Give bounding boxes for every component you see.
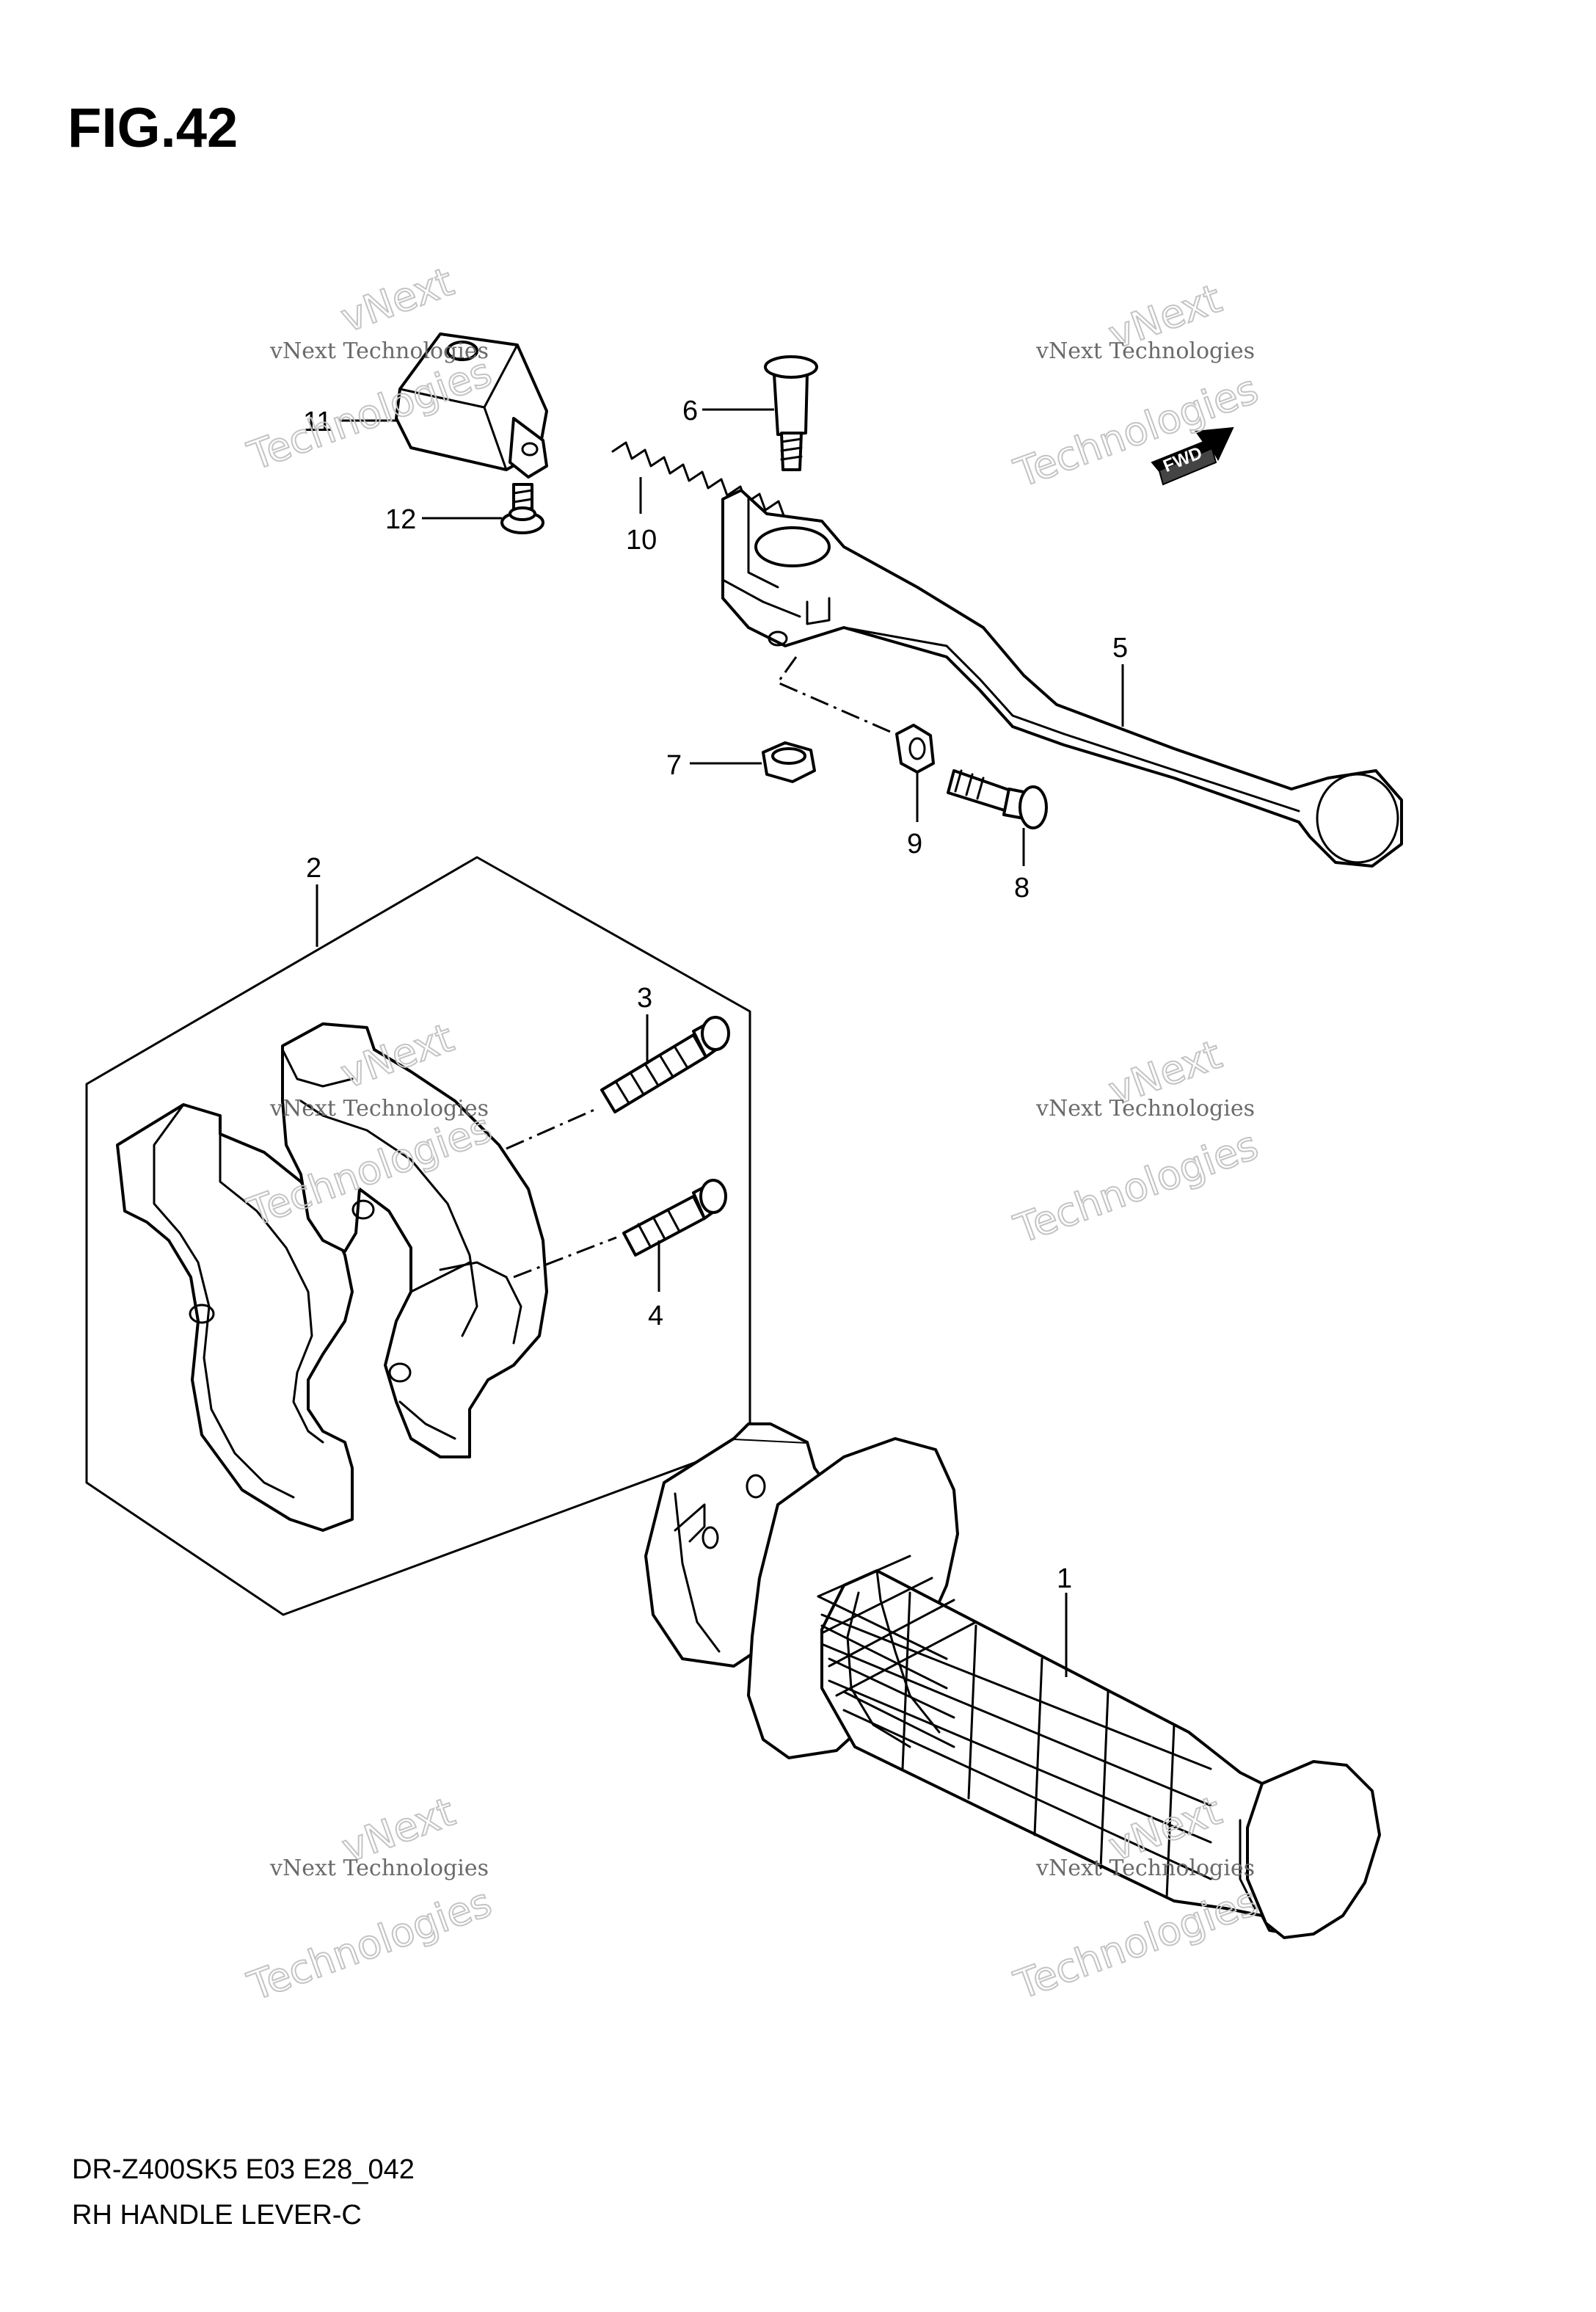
part-3-screw (600, 1016, 730, 1113)
part-11-switch (395, 332, 548, 479)
watermark-2: vNext Technologies vNext Technologies (1007, 275, 1264, 498)
figure-title: FIG.42 (68, 97, 238, 159)
figure-caption: RH HANDLE LEVER-C (72, 2200, 362, 2231)
callout-4: 4 (648, 1301, 663, 1331)
part-5-lever (721, 489, 1403, 868)
watermark-text: vNext Technologies (269, 1855, 489, 1881)
callout-12: 12 (385, 504, 416, 535)
watermark-text: vNext Technologies (1035, 338, 1255, 364)
fwd-arrow-icon: FWD (1151, 426, 1234, 486)
callout-11: 11 (303, 407, 332, 437)
part-2-holder-upper (281, 1022, 548, 1458)
part-10-spring (611, 441, 786, 519)
callout-9: 9 (907, 829, 922, 859)
svg-text:Technologies: Technologies (241, 1879, 497, 2010)
callout-7: 7 (666, 750, 682, 781)
part-7-nut (762, 741, 816, 783)
part-4-screw (622, 1179, 727, 1257)
callout-8: 8 (1014, 873, 1030, 904)
callout-3: 3 (637, 983, 652, 1014)
watermark-text: vNext Technologies (1035, 1096, 1255, 1122)
svg-text:Technologies: Technologies (1008, 1877, 1264, 2008)
part-9-nut (895, 724, 935, 774)
callout-5: 5 (1112, 633, 1128, 664)
callout-6: 6 (682, 396, 698, 426)
watermark-5: vNext Technologies vNext Technologies (241, 1788, 498, 2011)
svg-text:vNext: vNext (335, 258, 459, 341)
part-6-pivot-bolt (764, 355, 818, 471)
callout-1: 1 (1057, 1563, 1072, 1594)
watermark-4: vNext Technologies vNext Technologies (1007, 1030, 1264, 1254)
watermark-text: vNext Technologies (269, 338, 489, 364)
callout-10: 10 (626, 525, 657, 556)
part-12-screw (500, 483, 544, 534)
svg-text:Technologies: Technologies (1008, 1122, 1264, 1252)
watermark-text: vNext Technologies (1035, 1855, 1255, 1881)
model-code: DR-Z400SK5 E03 E28_042 (72, 2154, 415, 2185)
watermark-text: vNext Technologies (269, 1096, 489, 1122)
part-1-grip (644, 1422, 1381, 1939)
part-8-bolt (947, 769, 1048, 829)
callout-2: 2 (306, 853, 321, 884)
part-2-holder-lower (116, 1103, 354, 1532)
